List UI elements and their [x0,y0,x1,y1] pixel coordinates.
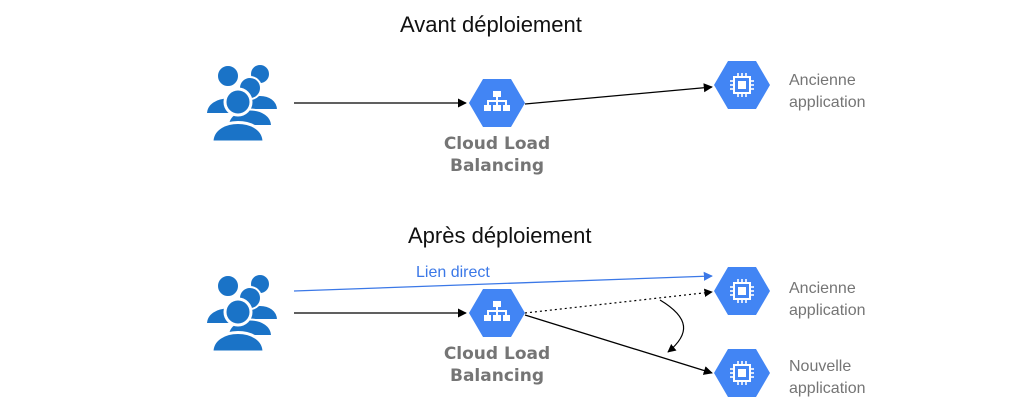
before-old-app-label: Ancienne application [789,72,866,111]
after-new-app-label: Nouvelle application [789,358,866,397]
after-lb-to-old-app-dotted-arrow [524,288,713,314]
after-old-app-chip-icon [713,266,771,316]
after-load-balancer-label: Cloud Load Balancing [443,344,551,386]
before-title: Avant déploiement [400,12,582,37]
after-lb-to-new-app-arrow [524,314,713,375]
after-users-group-icon [204,272,280,354]
after-new-app-chip-icon [713,348,771,398]
before-load-balancer-icon [469,79,525,127]
after-switch-curved-arrow [659,299,685,353]
before-lb-to-old-app-arrow [524,83,713,105]
after-title: Après déploiement [408,223,592,248]
before-load-balancer-label: Cloud Load Balancing [443,134,551,176]
after-direct-link-arrow [293,271,713,292]
after-load-balancer-icon [469,289,525,337]
after-old-app-label: Ancienne application [789,280,866,319]
before-old-app-chip-icon [713,60,771,110]
before-users-group-icon [204,62,280,144]
after-direct-link-label: Lien direct [416,264,490,281]
